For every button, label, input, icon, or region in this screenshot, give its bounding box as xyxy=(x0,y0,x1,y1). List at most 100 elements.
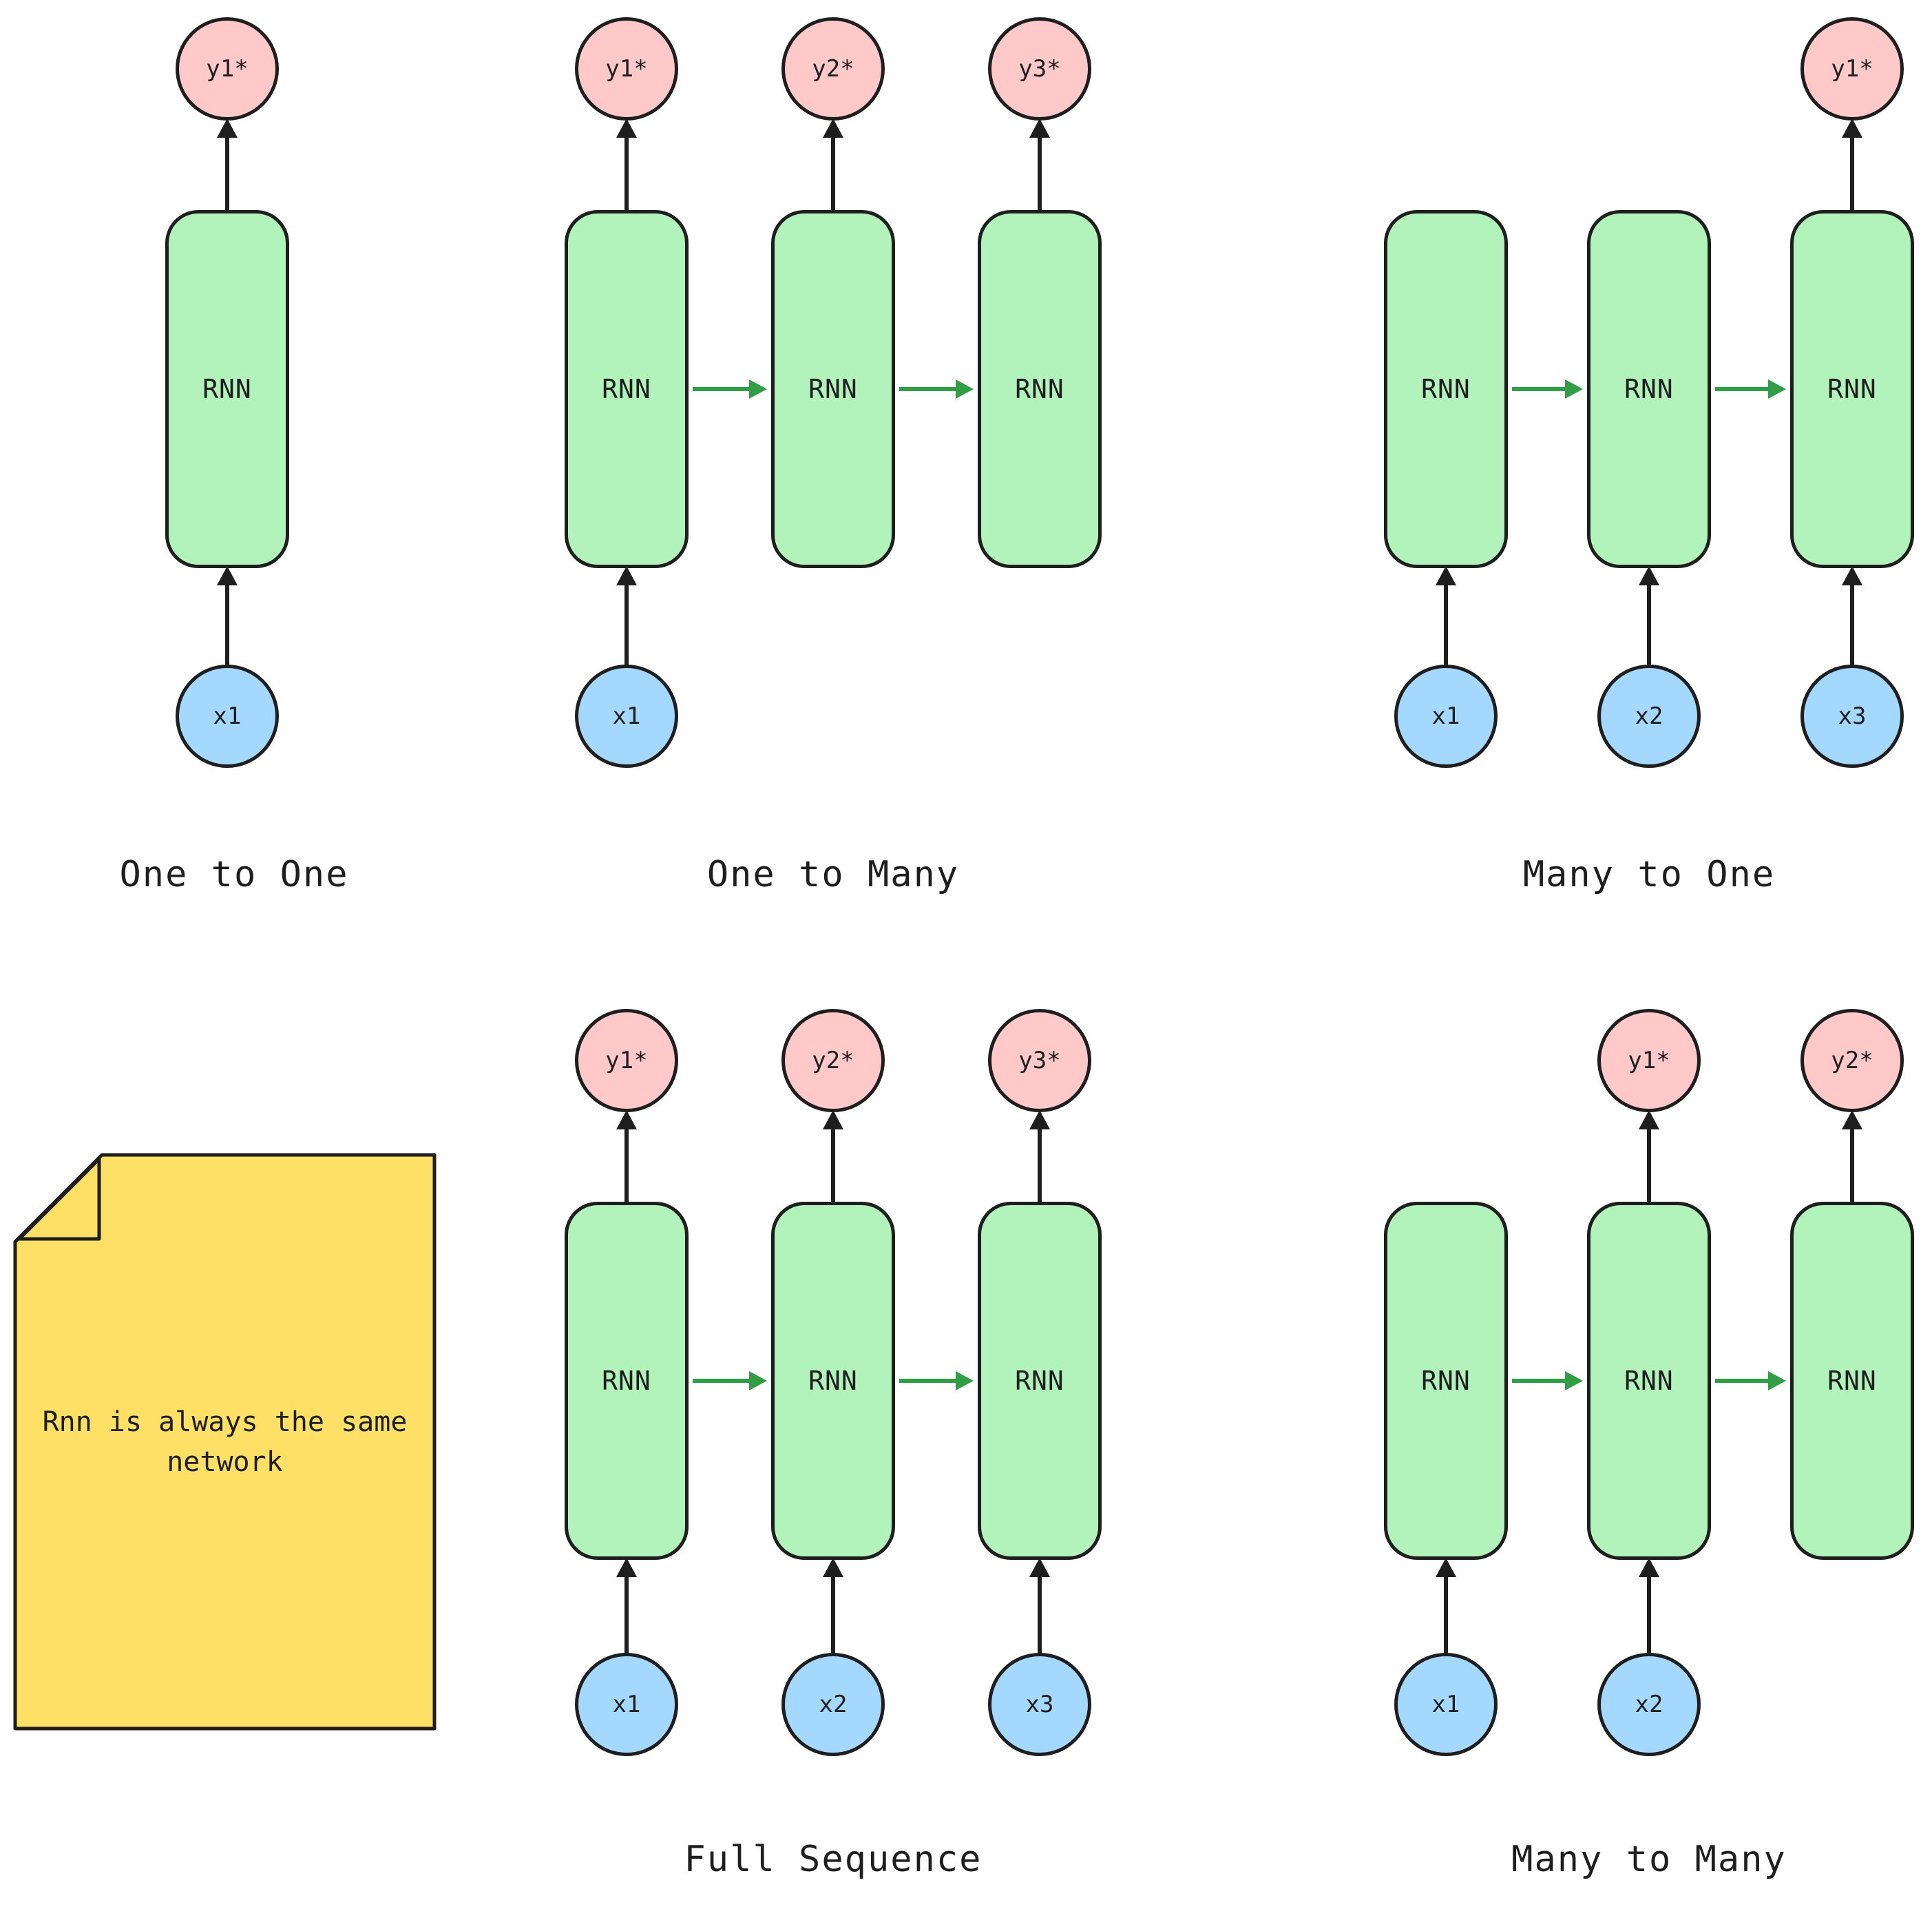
rnn-label: RNN xyxy=(808,1366,858,1396)
rnn-label: RNN xyxy=(1624,1366,1674,1396)
input-label: x1 xyxy=(612,1691,641,1718)
arrowhead-icon xyxy=(1029,118,1050,138)
input-label: x2 xyxy=(819,1691,848,1718)
input-arrow xyxy=(217,566,238,665)
folded-corner-icon xyxy=(17,1157,101,1241)
rnn-block: RNN xyxy=(771,210,895,568)
hidden-state-arrow xyxy=(899,1370,974,1391)
input-arrow xyxy=(1029,1558,1050,1654)
input-node: x2 xyxy=(1597,1653,1701,1756)
input-arrow xyxy=(1842,566,1862,665)
input-arrow xyxy=(823,1558,843,1654)
output-arrow xyxy=(823,1110,843,1204)
output-arrow xyxy=(1639,1110,1659,1204)
arrowhead-icon xyxy=(1029,1558,1050,1577)
output-label: y2* xyxy=(812,55,854,83)
rnn-label: RNN xyxy=(602,374,651,404)
arrowhead-icon xyxy=(823,1110,843,1129)
output-arrow xyxy=(1842,1110,1862,1204)
input-label: x1 xyxy=(213,702,242,730)
arrow-shaft xyxy=(899,387,960,391)
output-label: y3* xyxy=(1018,1047,1061,1074)
diagram-title: One to Many xyxy=(706,854,960,895)
rnn-label: RNN xyxy=(202,374,252,404)
arrow-shaft xyxy=(1444,1573,1448,1654)
rnn-block: RNN xyxy=(1587,1202,1711,1560)
rnn-label: RNN xyxy=(1421,1366,1471,1396)
output-node: y1* xyxy=(575,1009,678,1112)
arrowhead-icon xyxy=(749,1371,767,1390)
rnn-label: RNN xyxy=(1827,1366,1877,1396)
output-arrow xyxy=(823,118,843,211)
input-node: x1 xyxy=(1394,665,1498,768)
arrowhead-icon xyxy=(217,566,238,585)
sticky-note-text: Rnn is always the same network xyxy=(42,1406,408,1478)
output-node: y1* xyxy=(1800,17,1904,121)
arrowhead-icon xyxy=(1842,566,1862,585)
arrowhead-icon xyxy=(616,1110,637,1129)
output-node: y1* xyxy=(1597,1009,1701,1112)
output-arrow xyxy=(1029,118,1050,211)
output-label: y2* xyxy=(1831,1047,1873,1074)
arrowhead-icon xyxy=(616,1558,637,1577)
arrow-shaft xyxy=(1715,387,1772,391)
output-node: y1* xyxy=(575,17,678,121)
output-node: y1* xyxy=(176,17,279,121)
input-node: x2 xyxy=(1597,665,1701,768)
rnn-block: RNN xyxy=(1384,210,1508,568)
output-label: y3* xyxy=(1018,55,1061,83)
arrow-shaft xyxy=(899,1379,960,1383)
input-label: x3 xyxy=(1025,1691,1054,1718)
arrow-shaft xyxy=(1850,1125,1854,1204)
output-label: y1* xyxy=(1831,55,1873,83)
rnn-block: RNN xyxy=(1790,1202,1914,1560)
arrowhead-icon xyxy=(1842,118,1862,138)
arrowhead-icon xyxy=(1842,1110,1862,1129)
input-label: x3 xyxy=(1838,702,1867,730)
rnn-block: RNN xyxy=(565,210,689,568)
input-arrow xyxy=(1639,566,1659,665)
arrow-shaft xyxy=(1512,387,1569,391)
input-node: x3 xyxy=(1800,665,1904,768)
output-label: y1* xyxy=(1628,1047,1670,1074)
input-arrow xyxy=(1436,566,1456,665)
arrowhead-icon xyxy=(823,118,843,138)
rnn-block: RNN xyxy=(978,210,1102,568)
arrow-shaft xyxy=(1512,1379,1569,1383)
arrow-shaft xyxy=(1715,1379,1772,1383)
arrow-shaft xyxy=(624,134,629,211)
rnn-label: RNN xyxy=(1624,374,1674,404)
arrow-shaft xyxy=(225,134,229,211)
output-arrow xyxy=(1029,1110,1050,1204)
arrow-shaft xyxy=(1038,1125,1042,1204)
input-node: x1 xyxy=(1394,1653,1498,1756)
arrow-shaft xyxy=(624,581,629,665)
input-node: x3 xyxy=(988,1653,1091,1756)
input-node: x1 xyxy=(575,1653,678,1756)
rnn-block: RNN xyxy=(1384,1202,1508,1560)
output-label: y1* xyxy=(605,55,648,83)
input-arrow xyxy=(616,1558,637,1654)
input-label: x1 xyxy=(612,702,641,730)
arrow-shaft xyxy=(624,1573,629,1654)
output-node: y2* xyxy=(781,17,885,121)
rnn-label: RNN xyxy=(808,374,858,404)
arrowhead-icon xyxy=(1639,1110,1659,1129)
diagram-title: Many to Many xyxy=(1511,1839,1787,1880)
output-arrow xyxy=(217,118,238,211)
hidden-state-arrow xyxy=(1715,379,1786,399)
output-label: y2* xyxy=(812,1047,854,1074)
arrow-shaft xyxy=(1850,134,1854,211)
rnn-label: RNN xyxy=(1421,374,1471,404)
rnn-block: RNN xyxy=(165,210,289,568)
input-node: x2 xyxy=(781,1653,885,1756)
input-node: x1 xyxy=(176,665,279,768)
arrow-shaft xyxy=(1647,581,1651,665)
output-label: y1* xyxy=(206,55,249,83)
arrowhead-icon xyxy=(1436,1558,1456,1577)
hidden-state-arrow xyxy=(693,1370,767,1391)
arrow-shaft xyxy=(831,1125,835,1204)
arrow-shaft xyxy=(1850,581,1854,665)
arrowhead-icon xyxy=(217,118,238,138)
sticky-note-shape xyxy=(13,1153,437,1731)
